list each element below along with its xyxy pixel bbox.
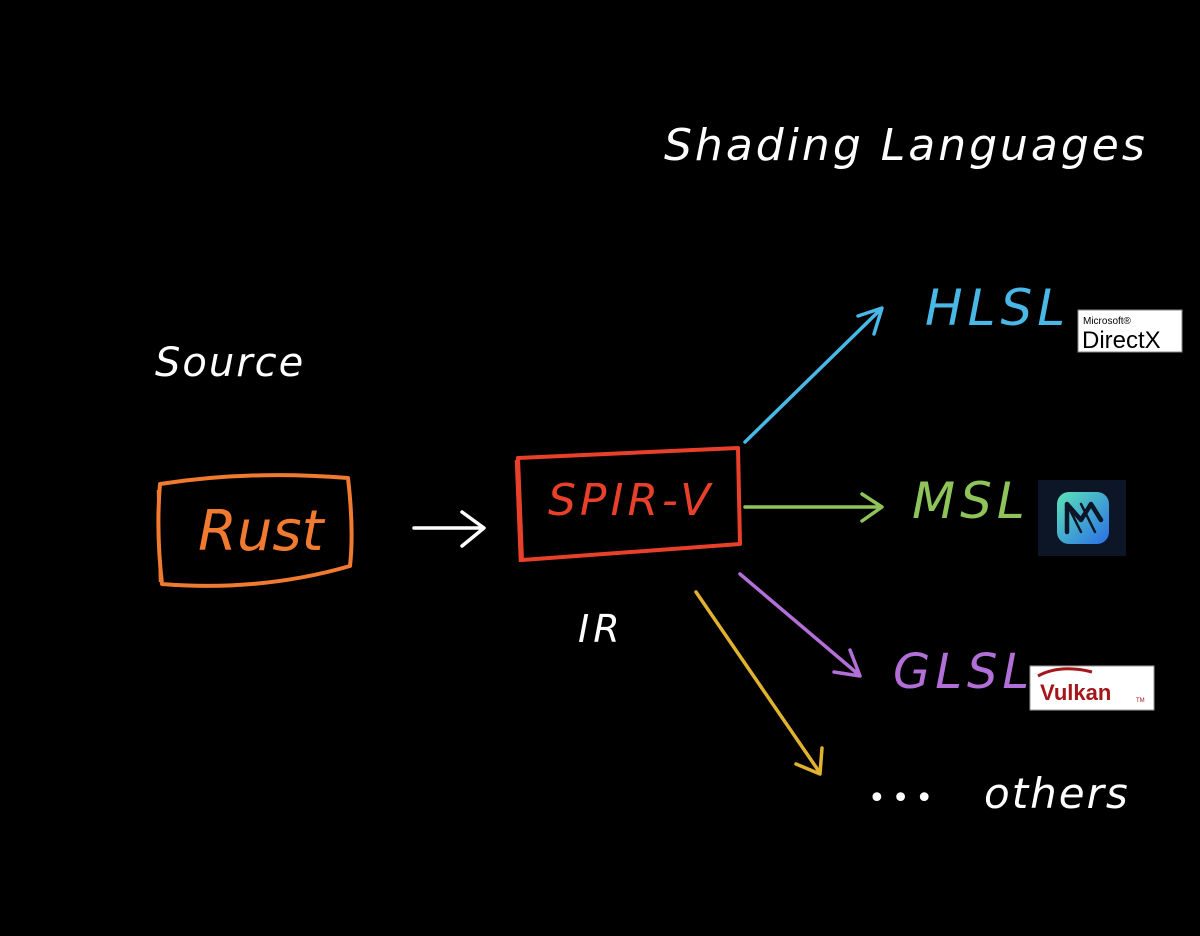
spirv-label: SPIR-V bbox=[548, 475, 714, 526]
rust-label: Rust bbox=[198, 499, 326, 564]
directx-logo-text: DirectX bbox=[1082, 327, 1161, 354]
vulkan-logo: Vulkan TM bbox=[1029, 665, 1155, 711]
arrow-to-others bbox=[694, 590, 824, 776]
label-source: Source bbox=[155, 340, 305, 386]
others-dots: ••• bbox=[868, 781, 939, 816]
directx-logo-small-text: Microsoft® bbox=[1083, 316, 1132, 327]
rust-box bbox=[156, 473, 354, 588]
arrow-to-glsl bbox=[738, 572, 862, 678]
arrow-rust-to-spirv bbox=[412, 510, 486, 548]
vulkan-logo-text: Vulkan bbox=[1040, 680, 1111, 705]
metal-logo-icon bbox=[1038, 480, 1126, 556]
arrow-to-hlsl bbox=[743, 306, 884, 444]
others-label: others bbox=[984, 769, 1130, 818]
glsl-label: GLSL bbox=[893, 644, 1034, 700]
arrow-to-msl bbox=[743, 492, 884, 523]
spirv-box bbox=[514, 446, 742, 563]
header-shading-languages: Shading Languages bbox=[664, 120, 1148, 171]
vulkan-logo-tm: TM bbox=[1136, 698, 1145, 704]
directx-logo: Microsoft® DirectX bbox=[1077, 309, 1183, 354]
label-ir: IR bbox=[578, 607, 624, 651]
hlsl-label: HLSL bbox=[925, 279, 1070, 337]
msl-label: MSL bbox=[912, 472, 1030, 530]
